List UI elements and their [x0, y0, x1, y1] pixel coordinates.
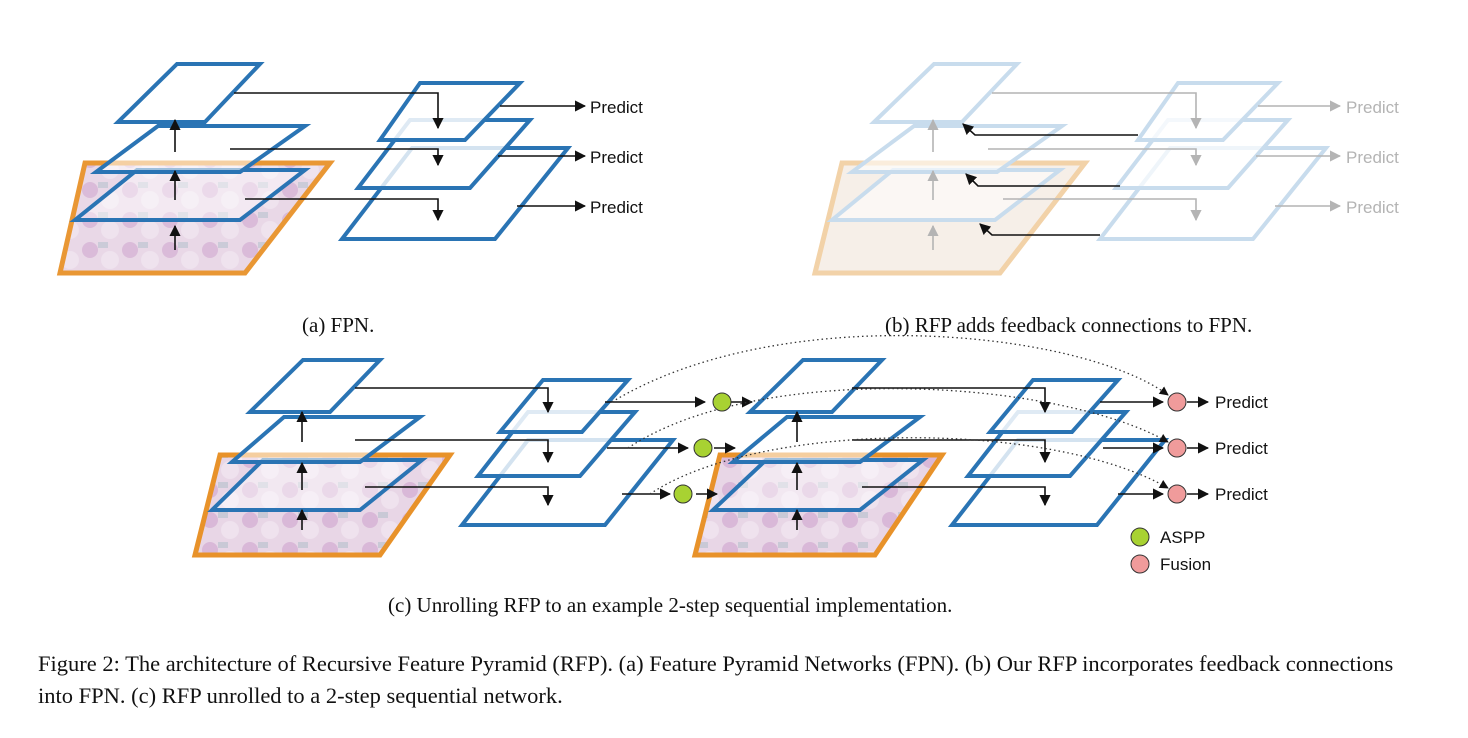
backbone-layer-3 [207, 458, 428, 512]
predict-label: Predict [590, 198, 643, 217]
predict-label: Predict [1346, 98, 1399, 117]
legend-fusion-swatch [1130, 554, 1150, 574]
legend-aspp-swatch [1130, 527, 1150, 547]
backbone-layer-3 [69, 168, 311, 222]
panel-b-sublabel: (b) RFP adds feedback connections to FPN… [885, 313, 1252, 337]
panel-a-fpn: Predict Predict Predict (a) FPN. [56, 62, 643, 337]
legend-fusion-label: Fusion [1160, 555, 1211, 574]
aspp-node [673, 484, 693, 504]
figure-caption: Figure 2: The architecture of Recursive … [38, 651, 1394, 708]
fusion-node [1167, 392, 1187, 412]
backbone-layer-3 [826, 168, 1066, 222]
aspp-node [693, 438, 713, 458]
predict-label: Predict [1346, 198, 1399, 217]
predict-label: Predict [1215, 439, 1268, 458]
fpn-layer-1 [985, 378, 1123, 434]
predict-label: Predict [590, 148, 643, 167]
backbone-layer-2 [727, 415, 926, 464]
fusion-node [1167, 438, 1187, 458]
predict-label: Predict [1215, 393, 1268, 412]
fusion-node [1167, 484, 1187, 504]
fpn-layer-1 [1134, 81, 1283, 142]
aspp-node [712, 392, 732, 412]
backbone-layer-1 [113, 62, 265, 124]
backbone-layer-3 [707, 458, 929, 512]
fpn-layer-1 [376, 81, 525, 142]
backbone-layer-1 [869, 62, 1022, 124]
backbone-layer-1 [245, 358, 385, 414]
predict-label: Predict [590, 98, 643, 117]
backbone-layer-2 [845, 124, 1069, 174]
backbone-layer-2 [89, 124, 312, 174]
predict-label: Predict [1215, 485, 1268, 504]
panel-c-unrolled: Predict Predict Predict ASPP Fusion (c) … [191, 334, 1268, 617]
fpn-layer-1 [495, 378, 633, 434]
legend: ASPP Fusion [1130, 527, 1211, 574]
panel-a-sublabel: (a) FPN. [302, 313, 374, 337]
predict-label: Predict [1346, 148, 1399, 167]
panel-c-sublabel: (c) Unrolling RFP to an example 2-step s… [388, 593, 952, 617]
input-image [191, 452, 455, 558]
panel-b-rfp: Predict Predict Predict (b) RFP adds fee… [811, 62, 1399, 337]
backbone-layer-1 [745, 358, 887, 414]
backbone-layer-2 [226, 415, 426, 464]
legend-aspp-label: ASPP [1160, 528, 1205, 547]
